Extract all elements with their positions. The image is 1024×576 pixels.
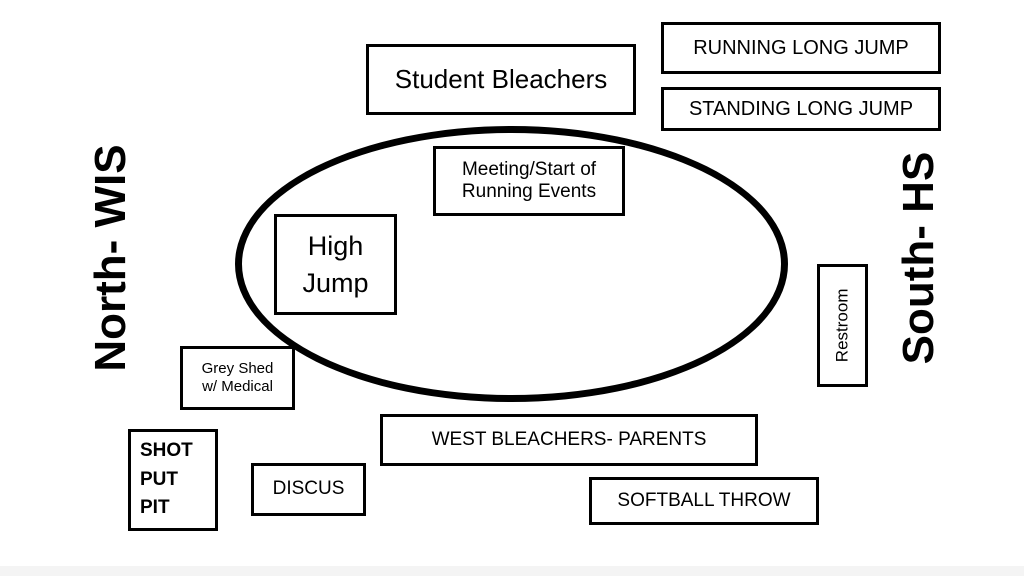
meeting-start-line-1: Meeting/Start of <box>461 159 597 181</box>
student-bleachers-label: Student Bleachers <box>394 64 608 95</box>
west-bleachers-box: WEST BLEACHERS- PARENTS <box>380 414 758 466</box>
restroom-label: Restroom <box>832 288 852 363</box>
student-bleachers-box: Student Bleachers <box>366 44 636 115</box>
north-label: North- WIS <box>86 144 135 372</box>
grey-shed-line-1: Grey Shed <box>201 360 274 377</box>
discus-label: DISCUS <box>272 478 345 500</box>
standing-long-jump-label: STANDING LONG JUMP <box>688 98 914 120</box>
south-label: South- HS <box>894 151 943 365</box>
grey-shed-box: Grey Shed w/ Medical <box>180 346 295 410</box>
running-long-jump-label: RUNNING LONG JUMP <box>693 37 909 59</box>
standing-long-jump-box: STANDING LONG JUMP <box>661 87 941 131</box>
shot-put-line-1: SHOT <box>140 440 193 462</box>
high-jump-box: High Jump <box>274 214 397 315</box>
discus-box: DISCUS <box>251 463 366 516</box>
bottom-strip <box>0 566 1024 576</box>
grey-shed-line-2: w/ Medical <box>202 378 273 395</box>
west-bleachers-label: WEST BLEACHERS- PARENTS <box>431 428 707 450</box>
softball-throw-label: SOFTBALL THROW <box>617 489 791 511</box>
meeting-start-line-2: Running Events <box>461 181 597 202</box>
softball-throw-box: SOFTBALL THROW <box>589 477 819 525</box>
high-jump-line-1: High <box>307 231 364 262</box>
restroom-box: Restroom <box>817 264 868 387</box>
running-long-jump-box: RUNNING LONG JUMP <box>661 22 941 74</box>
meeting-start-box: Meeting/Start of Running Events <box>433 146 625 216</box>
track-oval <box>235 126 788 402</box>
shot-put-line-2: PUT <box>140 468 178 490</box>
shot-put-line-3: PIT <box>140 497 170 519</box>
shot-put-box: SHOT PUT PIT <box>128 429 218 531</box>
high-jump-line-2: Jump <box>302 267 369 298</box>
